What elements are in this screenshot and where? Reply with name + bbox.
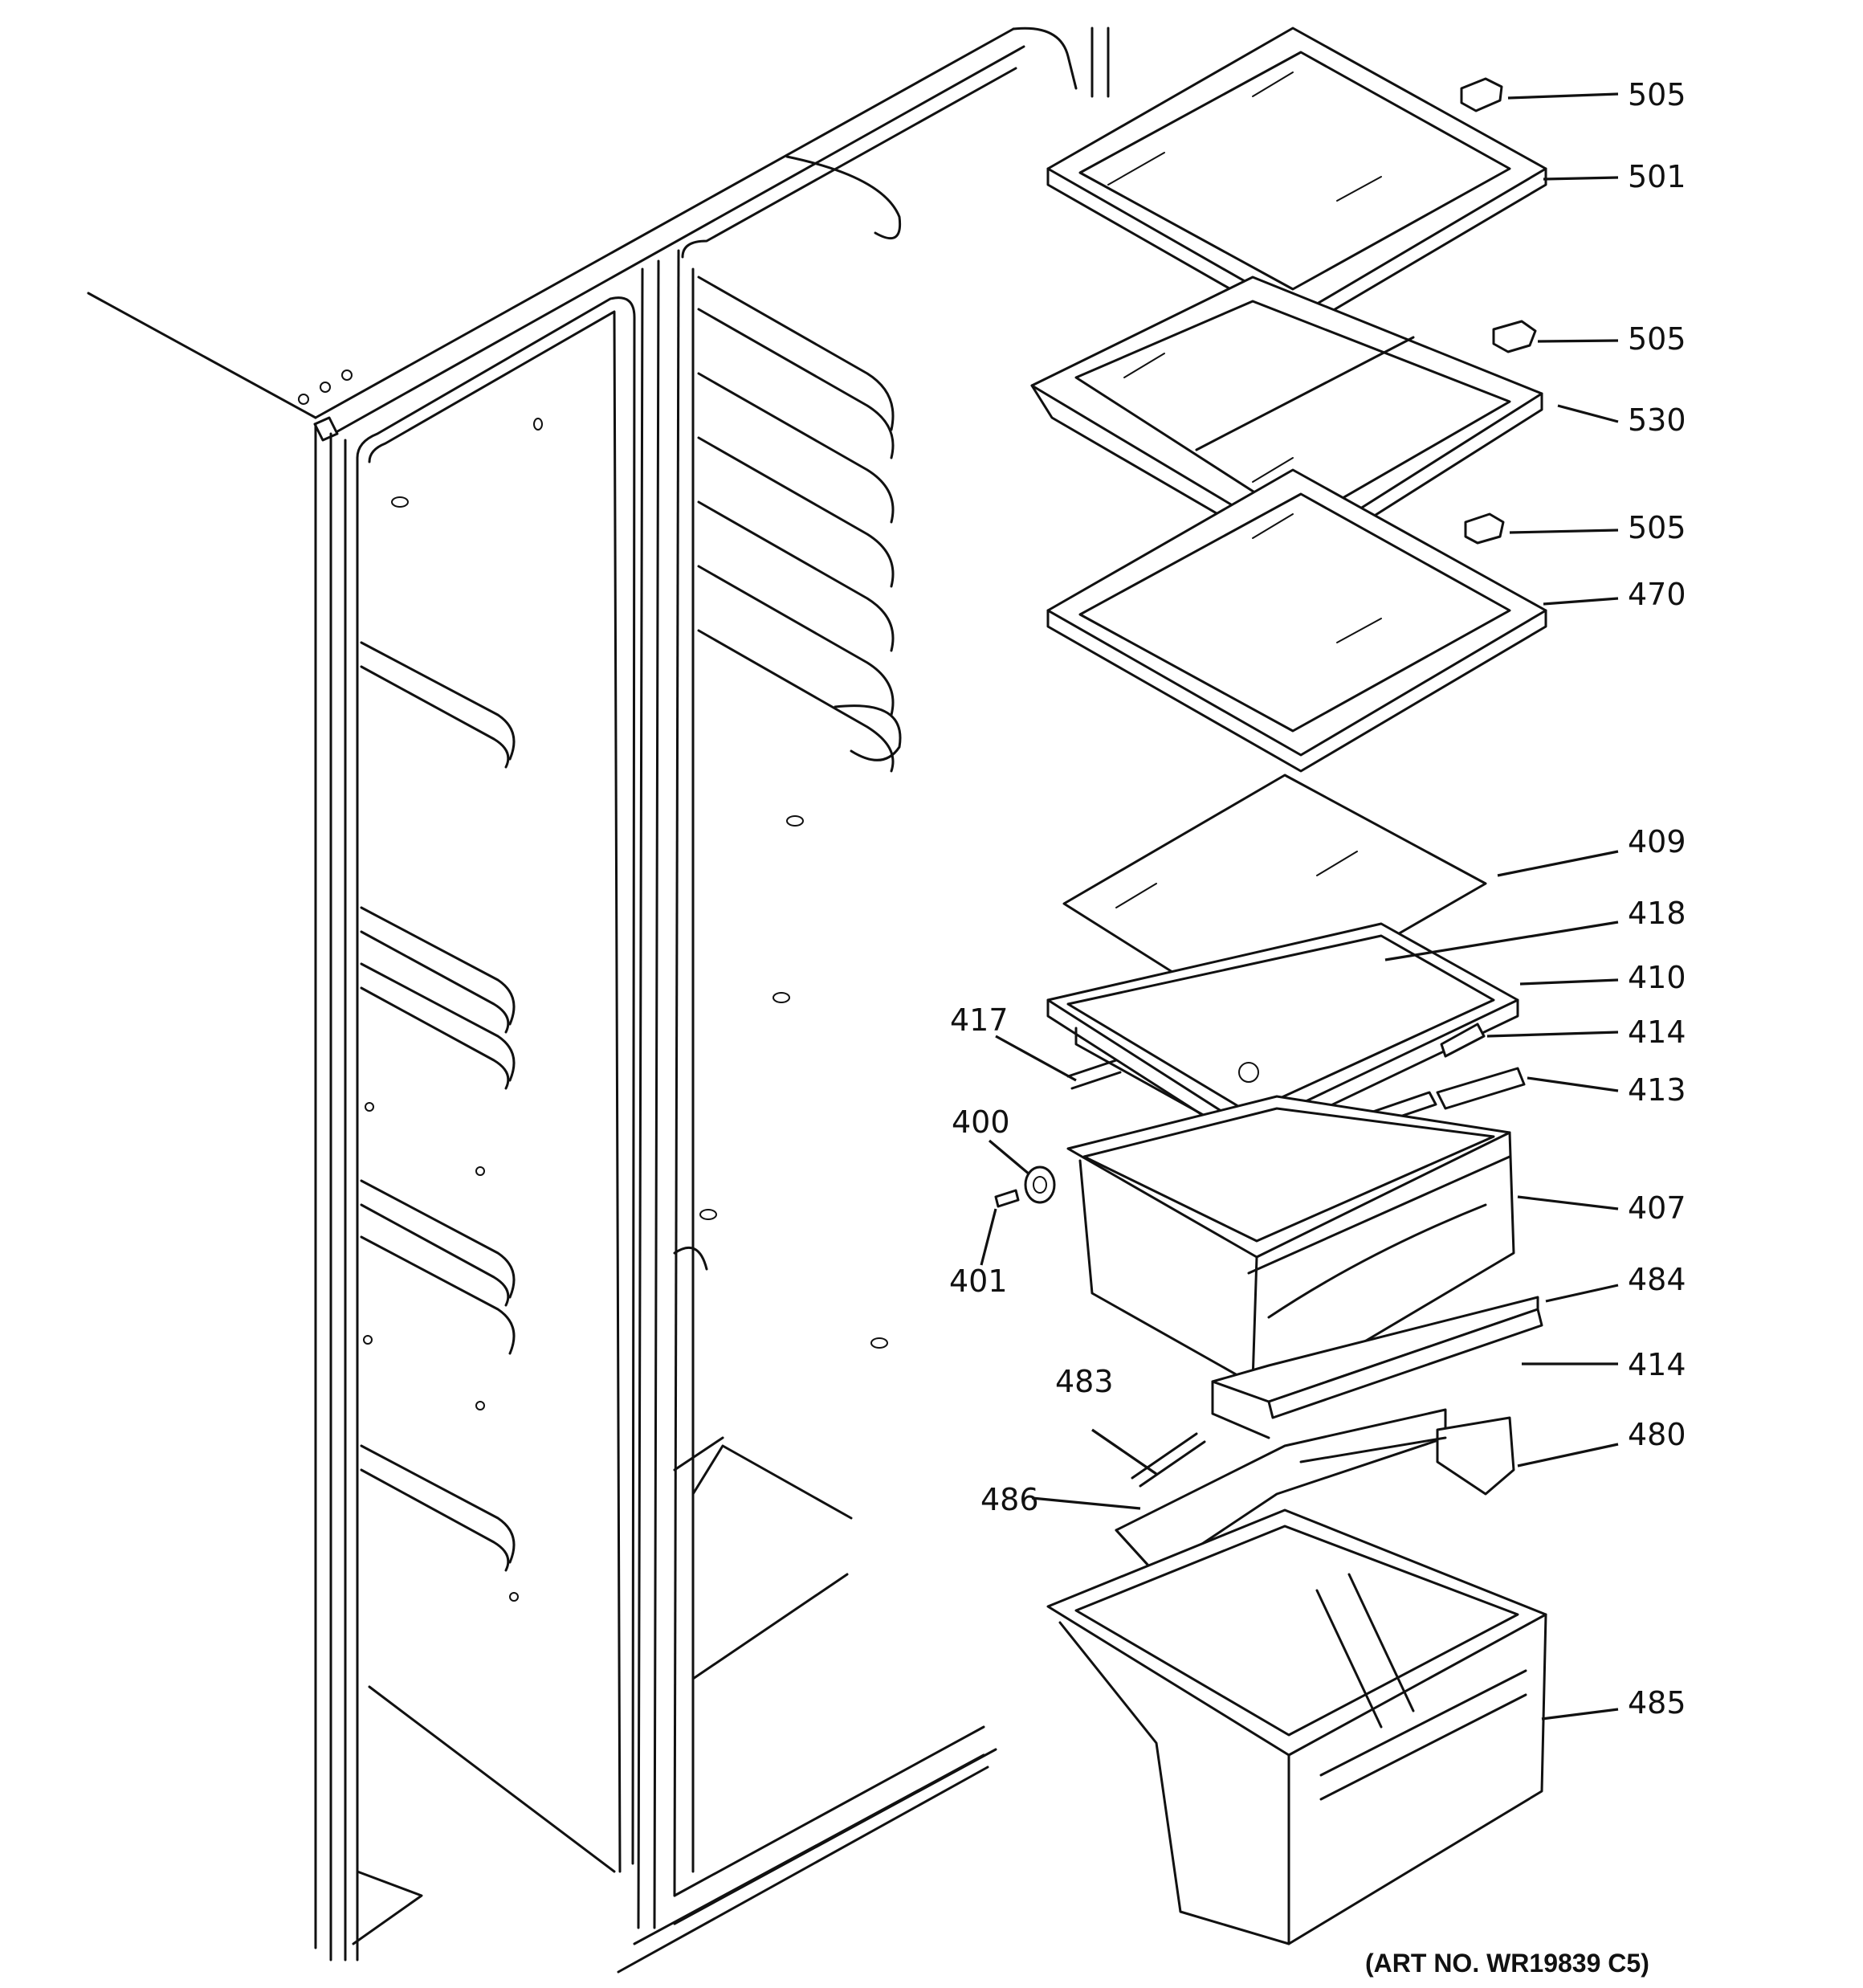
art-number: (ART NO. WR19839 C5) <box>1365 1949 1649 1978</box>
slide-rail-480 <box>1299 1416 1515 1496</box>
callout-501: 501 <box>1628 159 1686 194</box>
handle-413[interactable] <box>1436 1067 1526 1110</box>
callout-414-a: 414 <box>1628 1014 1686 1050</box>
shelf-clip-505-b[interactable] <box>1492 320 1537 353</box>
shelf-501 <box>1046 27 1547 331</box>
callout-400: 400 <box>952 1104 1010 1140</box>
callout-484: 484 <box>1628 1262 1686 1297</box>
callout-486: 486 <box>980 1482 1039 1517</box>
callout-413: 413 <box>1628 1072 1686 1108</box>
callout-418: 418 <box>1628 896 1686 931</box>
refrigerator-cabinet <box>87 27 1110 1974</box>
shelf-clip-505-c[interactable] <box>1464 512 1505 545</box>
callout-401: 401 <box>949 1263 1008 1299</box>
callout-409: 409 <box>1628 824 1686 859</box>
screw-401 <box>994 1189 1020 1208</box>
callout-485: 485 <box>1628 1685 1686 1721</box>
shelf-rails-right <box>697 155 902 1349</box>
callout-410: 410 <box>1628 960 1686 995</box>
shelf-rails-left <box>360 418 543 1602</box>
pan-485[interactable] <box>1046 1508 1547 1945</box>
callout-417: 417 <box>950 1002 1009 1038</box>
shelf-470 <box>1046 468 1547 773</box>
callout-505-a: 505 <box>1628 77 1686 112</box>
pan-407[interactable] <box>1066 1095 1515 1395</box>
callout-470: 470 <box>1628 577 1686 612</box>
leader-lines <box>980 92 1619 1721</box>
rod-483 <box>1131 1432 1206 1488</box>
roller-400 <box>1024 1165 1056 1204</box>
callout-483: 483 <box>1055 1364 1114 1399</box>
callout-labels: 505 501 505 530 505 470 409 418 410 414 … <box>949 77 1686 1721</box>
callout-407: 407 <box>1628 1190 1686 1226</box>
pan-cover-frame-410 <box>1046 922 1519 1146</box>
callout-480: 480 <box>1628 1417 1686 1452</box>
shelf-530 <box>1030 276 1543 564</box>
callout-505-c: 505 <box>1628 510 1686 545</box>
rod-417 <box>1066 1059 1122 1090</box>
seal-414-a <box>1440 1023 1486 1058</box>
cover-484 <box>1211 1296 1543 1439</box>
shelf-clip-505-a[interactable] <box>1460 77 1503 112</box>
callout-530: 530 <box>1628 402 1686 438</box>
callout-505-b: 505 <box>1628 321 1686 357</box>
callout-414-b: 414 <box>1628 1347 1686 1382</box>
